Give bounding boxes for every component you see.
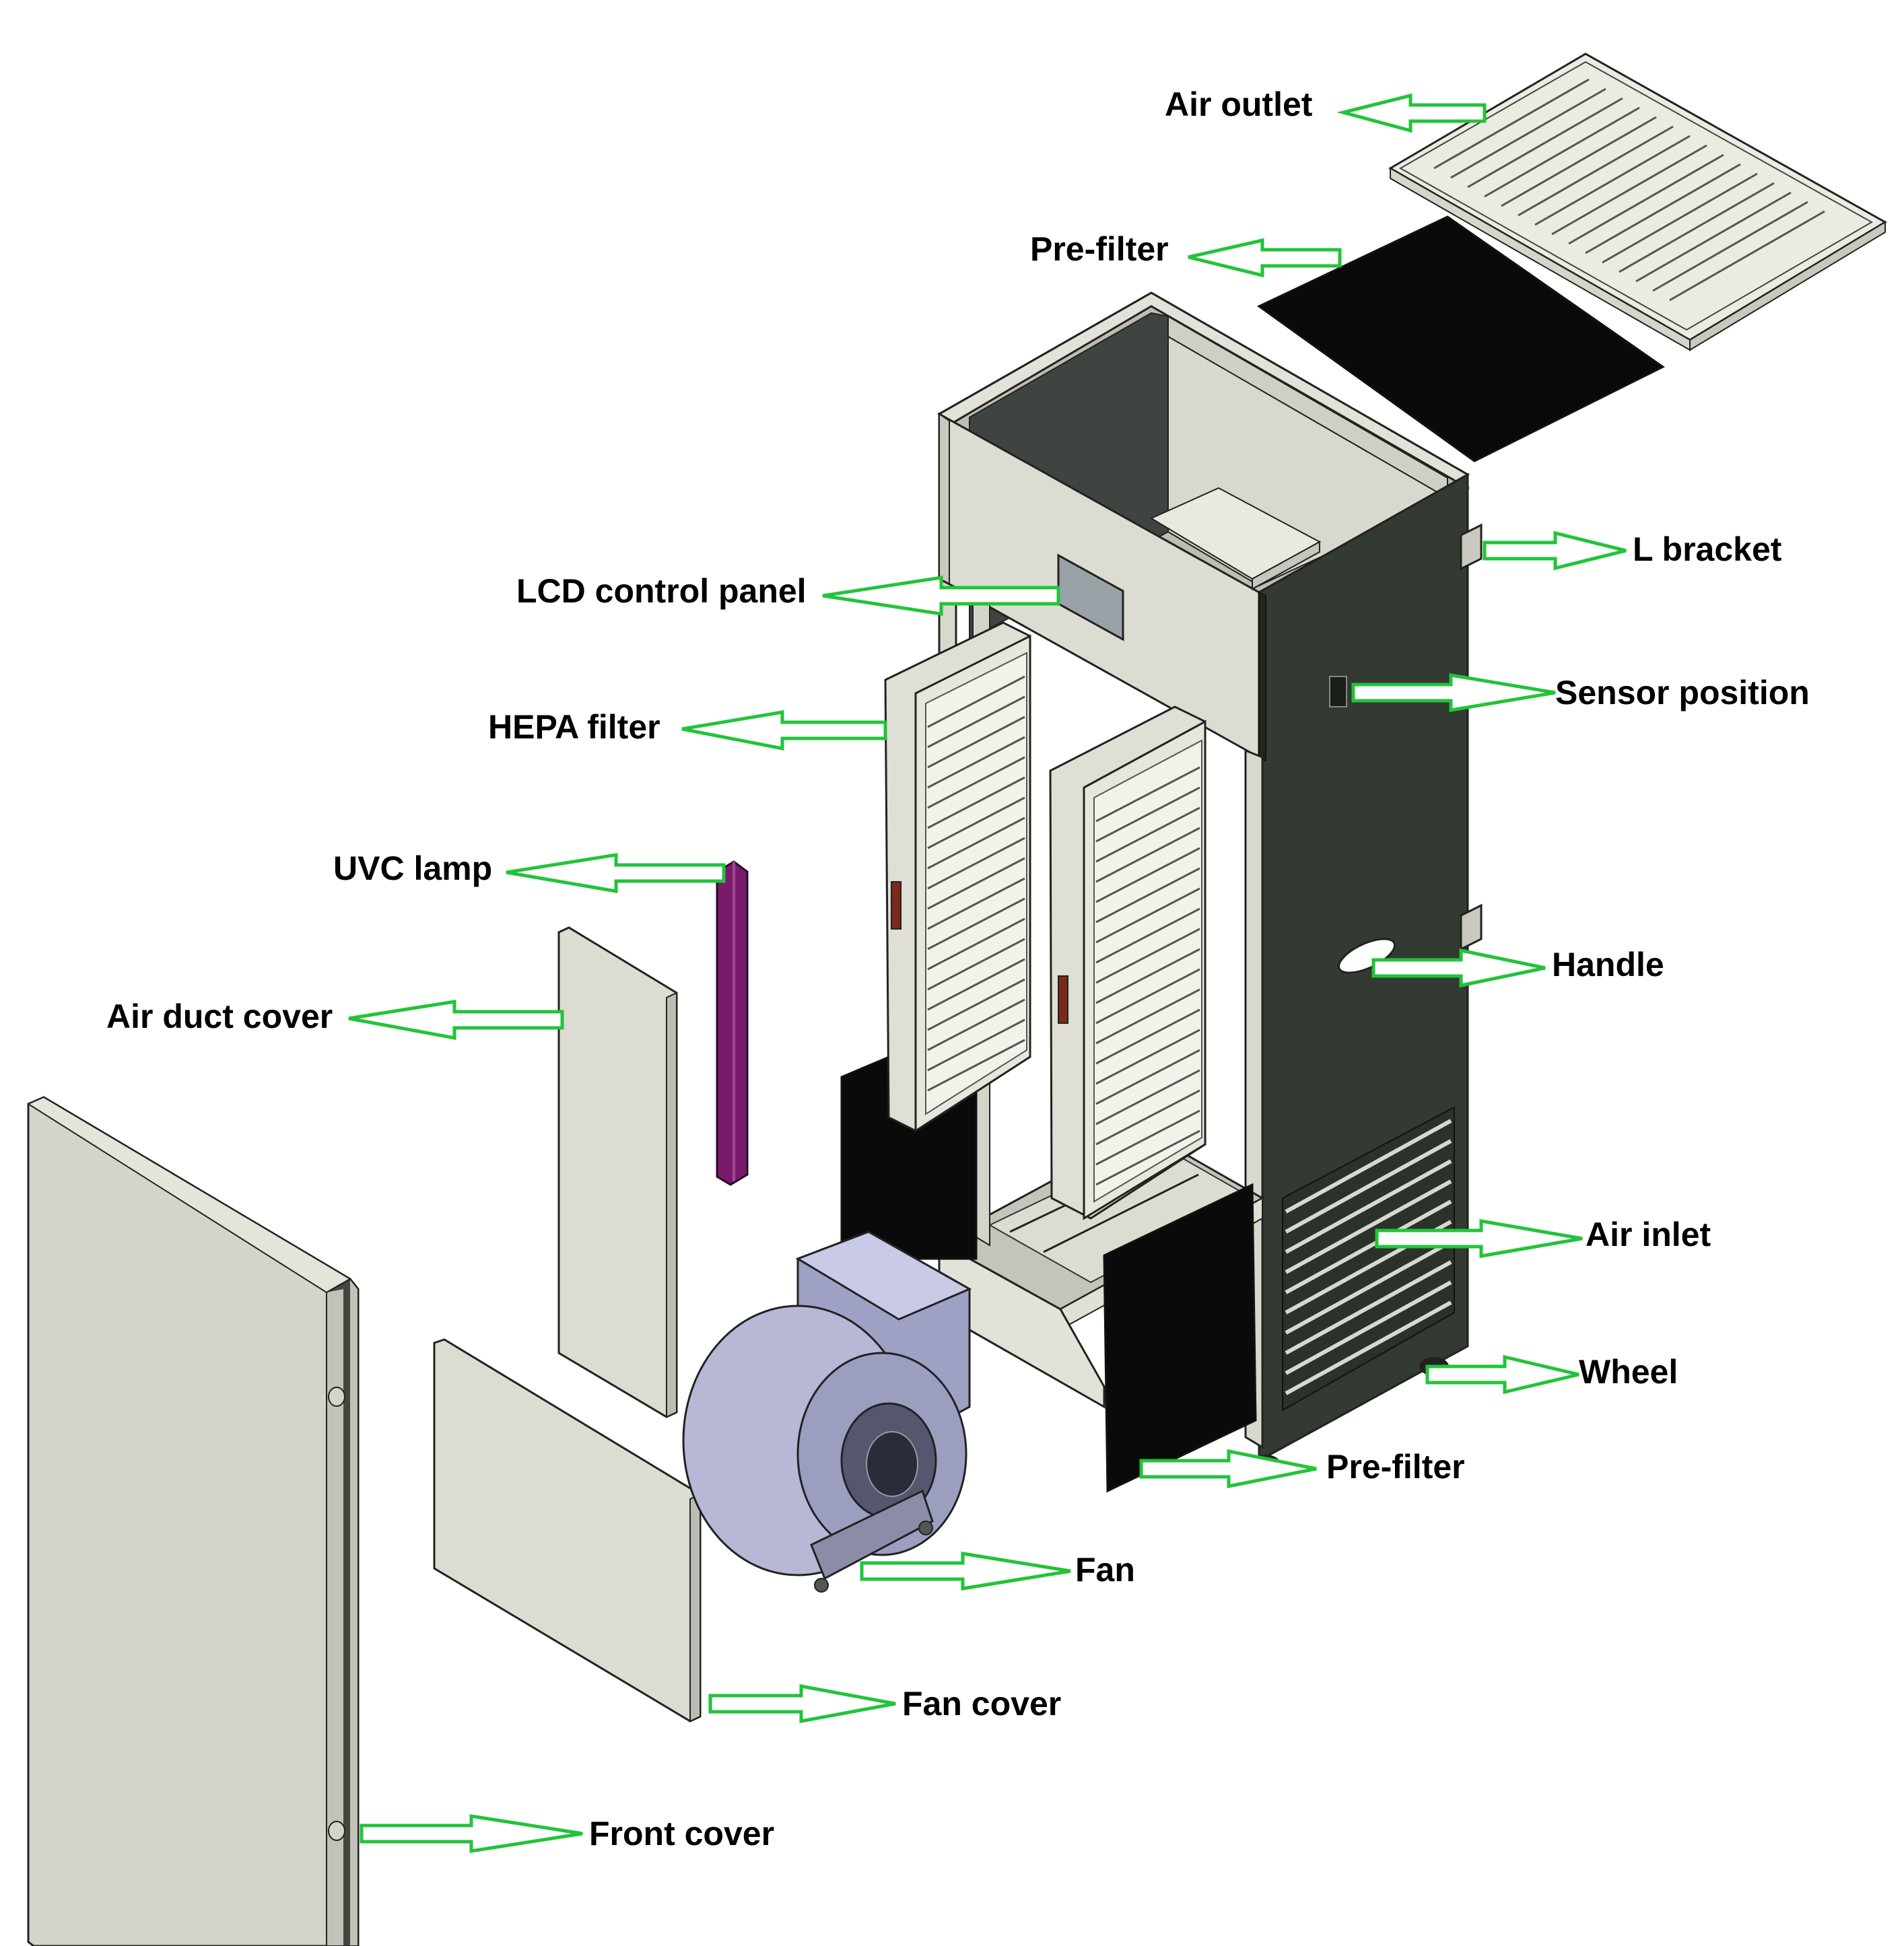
label-l-bracket: L bracket	[1633, 530, 1782, 568]
l-bracket-top	[1460, 523, 1483, 571]
arrow-handle	[1371, 948, 1546, 988]
pre-filter-top-panel	[1257, 215, 1665, 462]
label-hepa-filter: HEPA filter	[488, 708, 660, 746]
arrow-air-outlet	[1336, 93, 1487, 133]
sensor-grille	[1329, 676, 1347, 707]
hepa-filter-right	[1049, 705, 1206, 1220]
label-handle: Handle	[1552, 946, 1664, 983]
label-air-outlet: Air outlet	[1165, 85, 1313, 123]
label-fan-cover: Fan cover	[902, 1685, 1061, 1723]
arrow-pre-filter-top	[1188, 238, 1342, 278]
label-lcd-control-panel: LCD control panel	[516, 572, 807, 610]
air-outlet-grille	[1388, 53, 1887, 351]
label-air-duct-cover: Air duct cover	[106, 998, 333, 1035]
label-pre-filter-bottom: Pre-filter	[1326, 1448, 1465, 1486]
callout-labels: Air outlet Pre-filter L bracket LCD cont…	[106, 85, 1810, 1852]
l-bracket-bottom	[1460, 903, 1483, 951]
label-wheel: Wheel	[1579, 1353, 1678, 1391]
blower-fan	[682, 1230, 972, 1593]
label-front-cover: Front cover	[589, 1815, 774, 1852]
arrow-lcd-panel	[822, 576, 1060, 616]
hepa-handle-right	[1058, 975, 1068, 1024]
arrow-fan	[860, 1552, 1071, 1591]
arrow-air-inlet	[1375, 1219, 1583, 1258]
air-duct-cover-panel	[557, 926, 678, 1418]
label-fan: Fan	[1075, 1551, 1135, 1589]
hepa-handle-left	[891, 881, 902, 930]
uvc-lamp	[716, 860, 749, 1186]
arrow-air-duct-cover	[348, 1000, 564, 1041]
arrow-uvc-lamp	[506, 853, 726, 893]
cabinet	[937, 291, 1483, 1473]
arrow-l-bracket	[1483, 530, 1627, 571]
arrow-fan-cover	[708, 1683, 896, 1724]
arrow-hepa-filter	[681, 710, 887, 751]
label-pre-filter-top: Pre-filter	[1030, 230, 1169, 268]
arrow-sensor	[1351, 673, 1556, 712]
pre-filter-bottom-panel	[1103, 1183, 1257, 1493]
label-uvc-lamp: UVC lamp	[333, 849, 492, 887]
fan-cover-panel	[433, 1338, 702, 1723]
callout-arrows	[348, 93, 1627, 1853]
label-air-inlet: Air inlet	[1586, 1216, 1711, 1253]
air-inlet-louvres	[1282, 1106, 1455, 1412]
arrow-front-cover	[360, 1814, 583, 1853]
arrow-pre-filter-bottom	[1139, 1449, 1317, 1489]
hepa-filter-left	[884, 621, 1031, 1133]
front-cover-panel	[26, 1096, 360, 1946]
arrow-wheel	[1425, 1354, 1579, 1395]
label-sensor-position: Sensor position	[1555, 674, 1810, 711]
